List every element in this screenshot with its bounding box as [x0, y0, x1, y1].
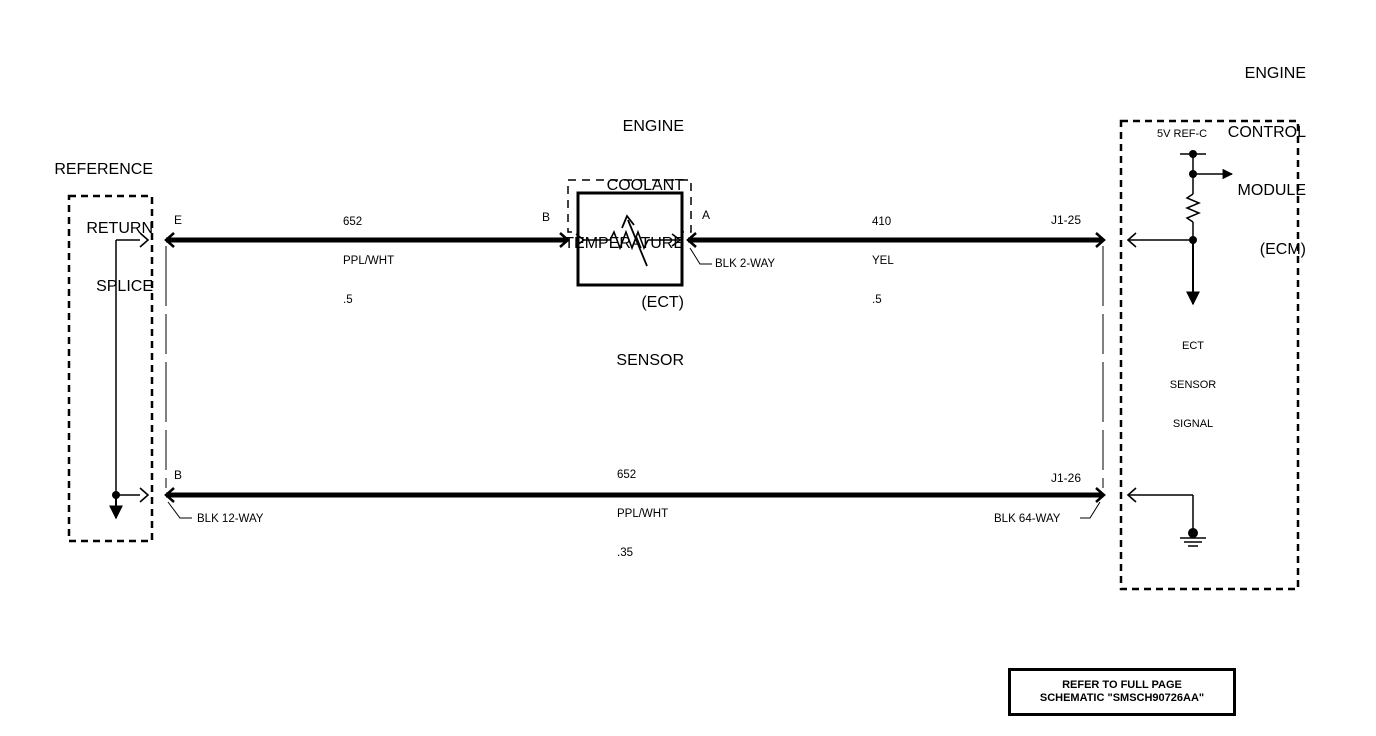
connector-bodies [165, 246, 1104, 488]
sensor-dashed-housing [567, 179, 692, 233]
sensor-connector-leader [689, 247, 712, 265]
splice-connector-label: BLK 12-WAY [197, 513, 264, 525]
ecm-connector-label: BLK 64-WAY [994, 513, 1061, 525]
splice-title: REFERENCE RETURN SPLICE [54, 161, 153, 295]
ecm-signal-label: ECT SENSOR SIGNAL [1169, 340, 1217, 430]
wire-bottom [164, 487, 1106, 503]
schematic-reference-note: REFER TO FULL PAGE SCHEMATIC "SMSCH90726… [1008, 668, 1236, 716]
ect-sensor-box [576, 191, 684, 287]
ecm-nodes [1188, 150, 1198, 538]
pin-sensor-right: A [702, 208, 711, 222]
splice-connector-leader [167, 501, 192, 519]
splice-connectors [139, 232, 150, 503]
wire-top-left-label: 652 PPL/WHT .5 [343, 216, 395, 306]
sensor-connector-label: BLK 2-WAY [715, 258, 776, 270]
ecm-ref-label: 5V REF-C [1157, 128, 1208, 140]
wire-top-left [164, 232, 570, 248]
pin-ecm-bottom: J1-26 [1051, 471, 1082, 485]
pin-ecm-top: J1-25 [1051, 213, 1082, 227]
pin-splice-top: E [174, 213, 183, 227]
pin-sensor-left: B [542, 210, 551, 224]
wire-top-right [686, 232, 1106, 248]
wire-bottom-label: 652 PPL/WHT .35 [617, 469, 669, 559]
pin-splice-bottom: B [174, 468, 183, 482]
wire-top-right-label: 410 YEL .5 [872, 216, 894, 306]
splice-box [67, 194, 154, 543]
ecm-connector-leader [1080, 501, 1101, 519]
ecm-connectors [1126, 232, 1137, 503]
ect-sensor-title: ENGINE COOLANT TEMPERATURE (ECT) SENSOR [564, 118, 684, 369]
splice-node [112, 491, 120, 499]
ecm-box [1119, 119, 1300, 591]
ecm-title: ENGINE CONTROL MODULE (ECM) [1227, 65, 1306, 258]
ecm-internal-circuit [1128, 153, 1234, 547]
thermistor-symbol [575, 214, 682, 267]
